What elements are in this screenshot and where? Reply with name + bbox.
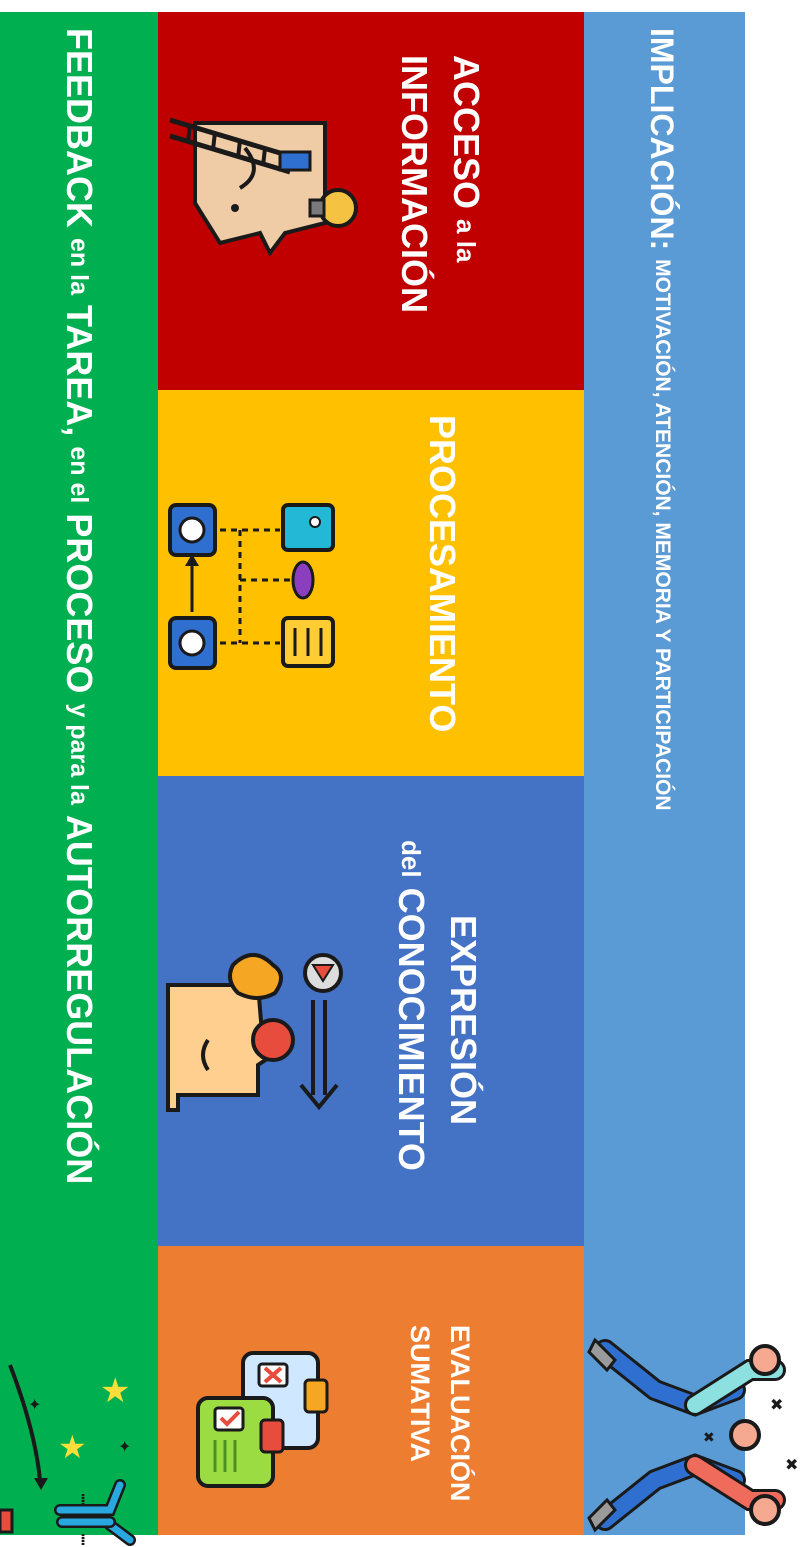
svg-text:✖: ✖ xyxy=(785,1455,798,1474)
feedback-autorregulacion: AUTORREGULACIÓN xyxy=(59,814,100,1185)
procesamiento-label: PROCESAMIENTO xyxy=(418,415,466,732)
svg-text:★: ★ xyxy=(58,1428,87,1466)
exam-papers-icon xyxy=(196,1351,329,1488)
implicacion-items: MOTIVACIÓN, ATENCIÓN, MEMORIA Y PARTICIP… xyxy=(651,259,674,811)
thinking-head-icon xyxy=(166,953,343,1112)
conocimiento-word: CONOCIMIENTO xyxy=(391,887,432,1171)
evaluacion-word: EVALUACIÓN xyxy=(445,1325,475,1502)
implicacion-title: IMPLICACIÓN: xyxy=(644,28,680,251)
svg-text:✦: ✦ xyxy=(118,1437,131,1456)
svg-text:⁞: ⁞ xyxy=(80,1490,86,1509)
implicacion-band xyxy=(584,12,745,1535)
svg-text:⁞: ⁞ xyxy=(80,1530,86,1547)
network-flow-icon xyxy=(168,503,335,670)
acceso-label: ACCESO a la INFORMACIÓN xyxy=(388,55,492,313)
informacion-word: INFORMACIÓN xyxy=(394,55,435,313)
feedback-band xyxy=(0,12,158,1535)
svg-text:✦: ✦ xyxy=(28,1395,41,1414)
acceso-a-la: a la xyxy=(451,219,481,263)
svg-text:★: ★ xyxy=(100,1371,130,1411)
implicacion-label: IMPLICACIÓN: MOTIVACIÓN, ATENCIÓN, MEMOR… xyxy=(640,28,684,811)
teamwork-icon: ✖ ✖ ✖ xyxy=(587,1337,798,1533)
sumativa-word: SUMATIVA xyxy=(405,1325,435,1462)
feedback-y-para-la: y para la xyxy=(65,703,93,805)
svg-text:✖: ✖ xyxy=(703,1430,715,1446)
feedback-tarea: TAREA, xyxy=(59,305,100,437)
procesamiento-band xyxy=(158,390,584,776)
feedback-word: FEEDBACK xyxy=(59,28,100,229)
evaluacion-label: EVALUACIÓN SUMATIVA xyxy=(400,1325,480,1502)
feedback-proceso: PROCESO xyxy=(59,513,100,694)
climbing-idea-icon xyxy=(169,117,358,257)
svg-text:✖: ✖ xyxy=(770,1395,783,1414)
expresion-del: del xyxy=(396,840,426,878)
procesamiento-word: PROCESAMIENTO xyxy=(422,415,463,733)
expresion-label: EXPRESIÓN del CONOCIMIENTO xyxy=(385,840,489,1171)
feedback-label: FEEDBACK en la TAREA, en el PROCESO y pa… xyxy=(55,28,103,1184)
celebration-icon: ★ ★ ✦ ✦ ⁞ ⁞ xyxy=(0,1364,136,1547)
feedback-en-el: en el xyxy=(65,446,93,504)
expresion-word: EXPRESIÓN xyxy=(443,915,484,1126)
feedback-en-la: en la xyxy=(65,238,93,296)
acceso-word: ACCESO xyxy=(446,55,487,210)
